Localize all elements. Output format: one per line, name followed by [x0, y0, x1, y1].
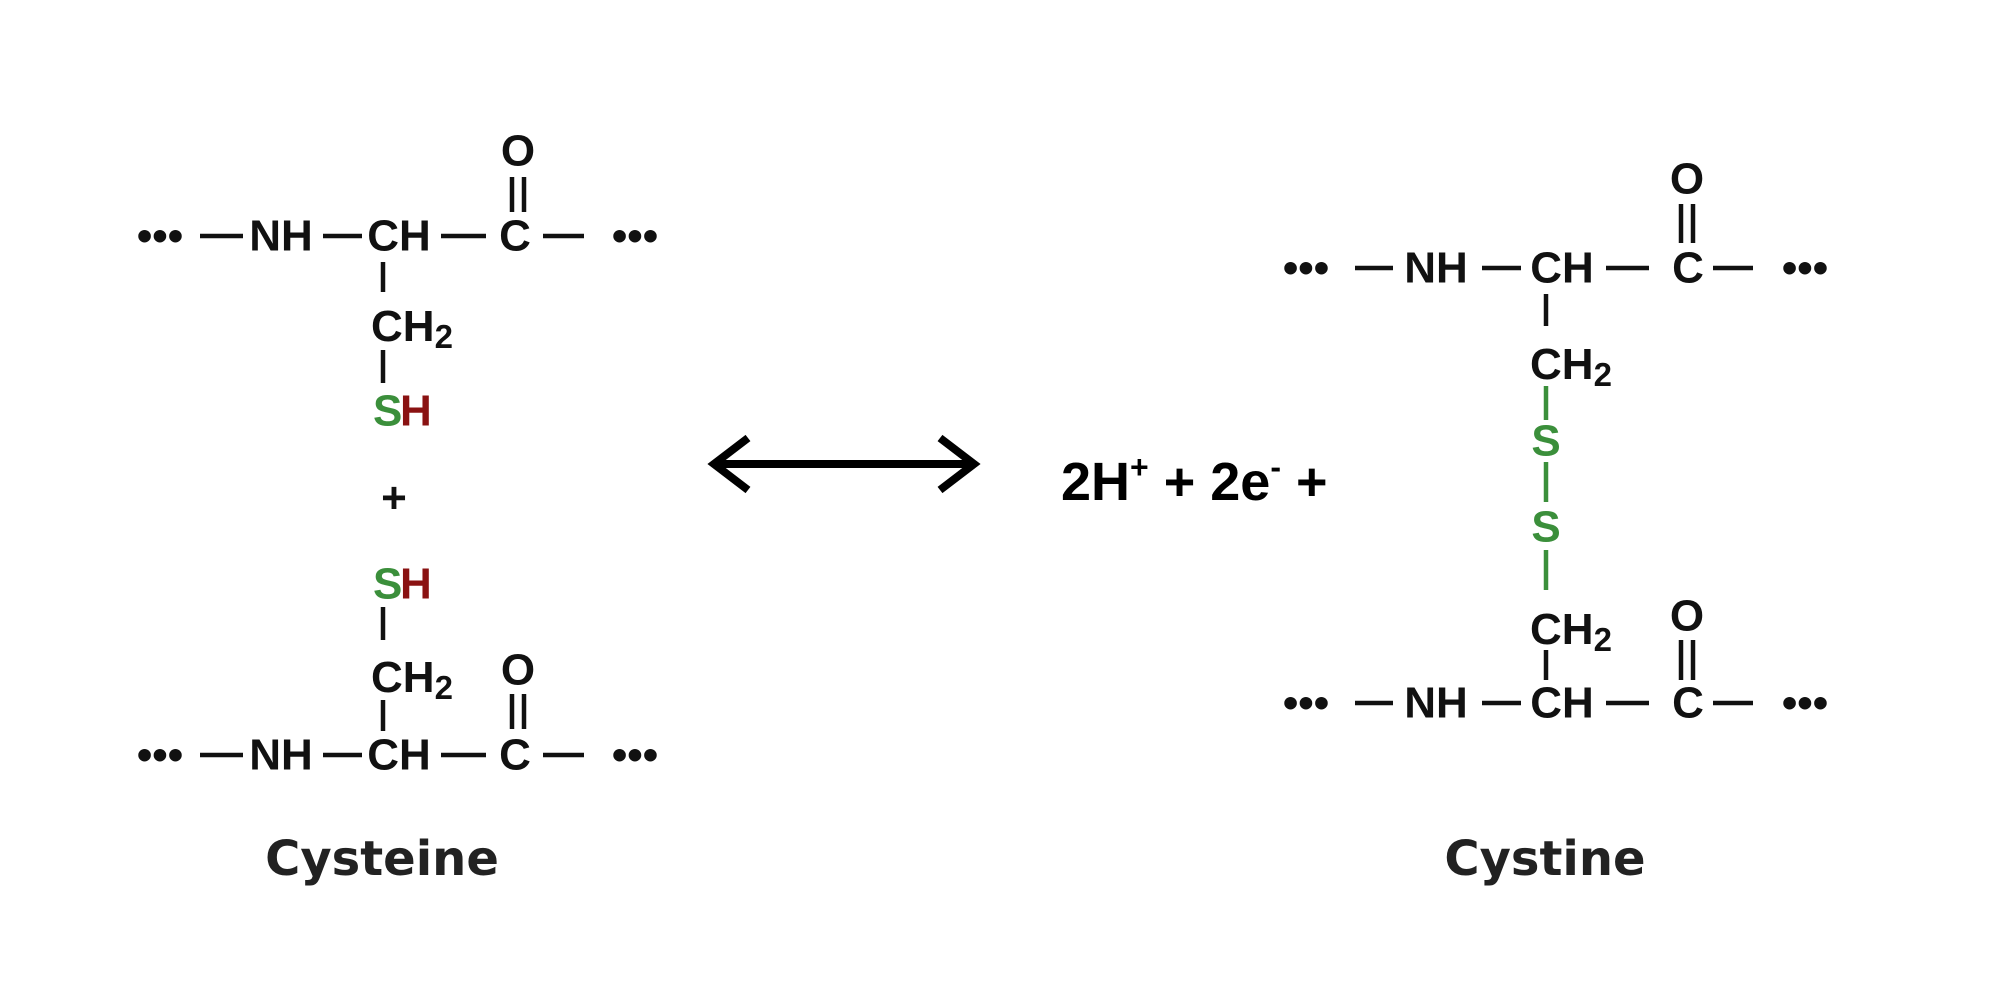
equation-part: + — [1280, 452, 1328, 512]
atom-s: S — [1531, 417, 1560, 466]
atom-c: C — [1672, 679, 1704, 728]
atom-c: C — [499, 212, 531, 261]
chain-dots: ••• — [137, 731, 183, 780]
double-arrow-icon — [707, 434, 981, 494]
atom-ch: CH — [1530, 679, 1594, 728]
cystine-molecule: O ••• NH CH C ••• CH2 S S CH2 O ••• NH C… — [1283, 155, 1828, 728]
superscript-minus: - — [1270, 449, 1281, 485]
chain-dots: ••• — [1283, 244, 1329, 293]
reaction-equation: 2H+ + 2e- + — [1061, 449, 1328, 519]
atom-nh: NH — [1404, 244, 1468, 293]
atom-ch2: CH2 — [371, 302, 453, 355]
atom-ch: CH — [367, 212, 431, 261]
atom-h: H — [400, 387, 432, 436]
atom-ch: CH — [367, 731, 431, 780]
superscript-plus: + — [1130, 449, 1149, 485]
equation-part: 2H — [1061, 452, 1131, 512]
atom-o: O — [501, 127, 535, 176]
cysteine-top: ••• NH CH C ••• O CH2 S H — [137, 127, 658, 436]
atom-c: C — [1672, 244, 1704, 293]
atom-s: S — [373, 560, 402, 609]
atom-nh: NH — [1404, 679, 1468, 728]
atom-ch2: CH2 — [1530, 340, 1612, 393]
atom-ch2: CH2 — [371, 653, 453, 706]
chain-dots: ••• — [1782, 679, 1828, 728]
atom-ch2: CH2 — [1530, 605, 1612, 658]
cysteine-bottom: S H CH2 O ••• NH CH C ••• — [137, 560, 658, 780]
atom-c: C — [499, 731, 531, 780]
atom-o: O — [1670, 155, 1704, 204]
atom-nh: NH — [249, 212, 313, 261]
cystine-label: Cystine — [1444, 831, 1645, 887]
atom-ch: CH — [1530, 244, 1594, 293]
atom-o: O — [501, 646, 535, 695]
cysteine-label: Cysteine — [265, 831, 499, 887]
chain-dots: ••• — [1283, 679, 1329, 728]
atom-h: H — [400, 560, 432, 609]
atom-o: O — [1670, 592, 1704, 641]
equation-part: + 2e — [1148, 452, 1271, 512]
plus-sign: + — [381, 474, 407, 523]
atom-nh: NH — [249, 731, 313, 780]
chain-dots: ••• — [612, 212, 658, 261]
atom-s: S — [373, 387, 402, 436]
chain-dots: ••• — [612, 731, 658, 780]
atom-s: S — [1531, 503, 1560, 552]
chain-dots: ••• — [137, 212, 183, 261]
chain-dots: ••• — [1782, 244, 1828, 293]
